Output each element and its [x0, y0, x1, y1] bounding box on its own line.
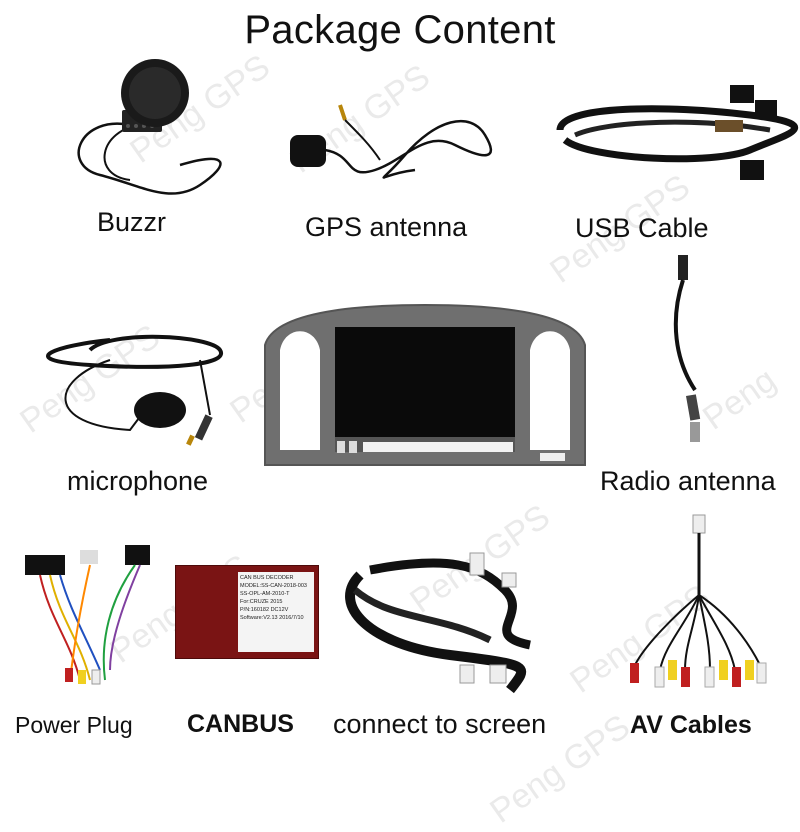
head-unit-image: [264, 303, 586, 466]
usb-cable-image: [556, 85, 799, 180]
microphone-image: [46, 334, 224, 446]
sticker-line: MODEL:SS-CAN-2018-003: [240, 583, 307, 589]
power-plug-image: [25, 545, 150, 685]
connect-to-screen-label: connect to screen: [333, 709, 547, 739]
canbus-label: CANBUS: [187, 710, 294, 738]
buzzer-item: Buzzr: [60, 55, 230, 237]
connect-to-screen-image: [345, 552, 531, 694]
radio-antenna-item: Radio antenna: [600, 250, 800, 500]
canbus-box-sticker: CAN BUS DECODER MODEL:SS-CAN-2018-003 SS…: [238, 572, 314, 652]
radio-antenna-image: [673, 255, 701, 442]
microphone-item: microphone: [46, 330, 230, 500]
gps-antenna-image: [290, 104, 492, 179]
power-plug-label: Power Plug: [15, 712, 133, 738]
radio-antenna-label: Radio antenna: [600, 466, 776, 496]
head-unit-item: [255, 303, 590, 480]
power-plug-item: Power Plug: [10, 540, 170, 750]
sticker-line: P/N:160182 DC12V: [240, 607, 289, 613]
connect-to-screen-item: connect to screen: [330, 545, 590, 750]
av-cables-item: AV Cables: [615, 514, 800, 750]
sticker-line: SS-OPL-AM-2010-T: [240, 591, 290, 597]
buzzer-image: [77, 59, 222, 195]
usb-cable-item: USB Cable: [550, 80, 799, 250]
sticker-line: CAN BUS DECODER: [240, 575, 294, 581]
sticker-line: For:CRUZE 2015: [240, 599, 283, 605]
av-cables-image: [630, 514, 767, 688]
usb-cable-label: USB Cable: [575, 213, 709, 243]
gps-antenna-label: GPS antenna: [305, 212, 468, 242]
av-cables-label: AV Cables: [630, 711, 752, 739]
canbus-box: CAN BUS DECODER MODEL:SS-CAN-2018-003 SS…: [175, 565, 319, 659]
sticker-line: Software:V2.13 2016/7/10: [240, 615, 304, 621]
microphone-label: microphone: [67, 466, 209, 496]
gps-antenna-item: GPS antenna: [285, 100, 505, 250]
page-title: Package Content: [244, 8, 556, 52]
buzzer-label: Buzzr: [97, 207, 167, 237]
canbus-item: CAN BUS DECODER MODEL:SS-CAN-2018-003 SS…: [175, 565, 325, 750]
